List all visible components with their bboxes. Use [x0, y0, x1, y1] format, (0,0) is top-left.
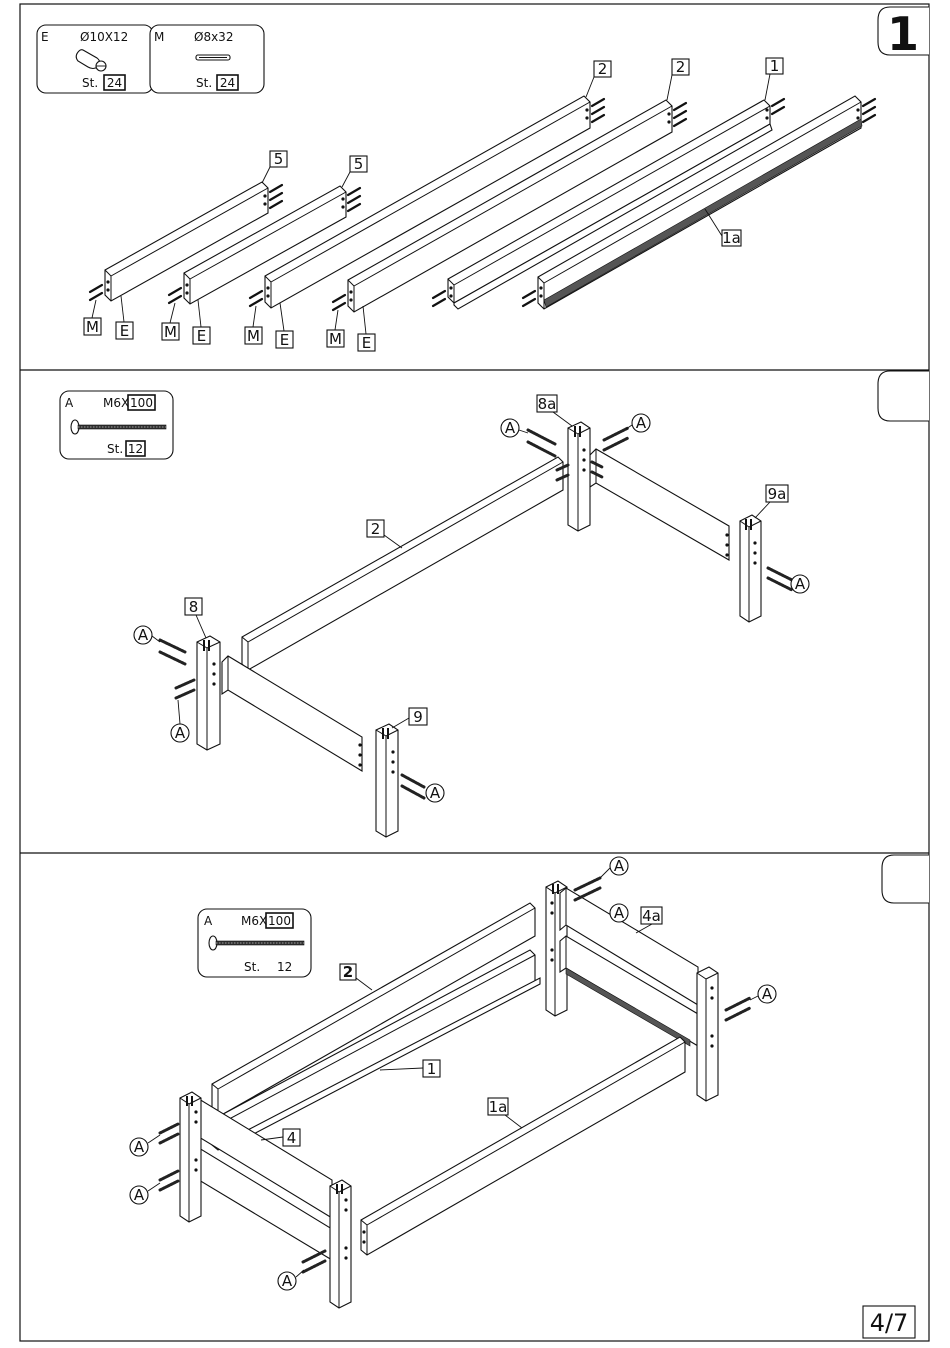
side-rail-1a [361, 1037, 685, 1255]
svg-text:5: 5 [274, 150, 284, 168]
page-number-box: 4/7 [863, 1306, 915, 1338]
hardware-label-e: E [280, 331, 289, 349]
hardware-labels-row: M E M E M E M E [84, 296, 375, 352]
svg-text:1: 1 [770, 57, 780, 75]
legend-qty: 24 [220, 76, 235, 90]
svg-text:2: 2 [676, 58, 686, 76]
step-2-panel: A M6X 100 St. 12 [60, 371, 929, 837]
post-front-right [330, 1180, 351, 1308]
svg-text:2: 2 [343, 963, 353, 981]
legend-size: 100 [268, 914, 291, 928]
bolts-a [160, 428, 792, 798]
step-number-tab-empty [882, 855, 929, 903]
legend-qty: 12 [277, 960, 292, 974]
hardware-label-a: A [795, 575, 806, 593]
hardware-label-e: E [197, 327, 206, 345]
legend-size-prefix: M6X [241, 914, 267, 928]
page-frame [20, 4, 929, 1341]
legend-size-prefix: M6X [103, 396, 129, 410]
end-rail-front [222, 656, 362, 771]
svg-text:8: 8 [189, 598, 199, 616]
post-8a [568, 422, 590, 531]
svg-text:9a: 9a [768, 485, 787, 503]
part-label-1a: 1a [488, 1098, 522, 1128]
hardware-label-a: A [282, 1272, 293, 1290]
part-label-2: 2 [340, 963, 372, 990]
svg-text:4a: 4a [642, 907, 661, 925]
hardware-label-a: A [614, 904, 625, 922]
legend-qty: 12 [128, 442, 143, 456]
part-label-8: 8 [185, 598, 206, 638]
legend-size: 100 [130, 396, 153, 410]
post-front-left [180, 1092, 201, 1222]
part-label-9a: 9a [755, 485, 788, 518]
legend-size: Ø8x32 [194, 30, 233, 44]
svg-text:4: 4 [287, 1129, 297, 1147]
hardware-label-m: M [247, 327, 260, 345]
legend-dowel-e: E Ø10X12 St. 24 [37, 25, 153, 93]
hardware-label-a: A [430, 784, 441, 802]
part-label-2-second: 2 [667, 58, 689, 100]
svg-text:1a: 1a [489, 1098, 508, 1116]
legend-size: Ø10X12 [80, 30, 128, 44]
svg-text:5: 5 [354, 155, 364, 173]
step-3-panel: A M6X 100 St. 12 [130, 855, 929, 1308]
page-number: 4/7 [870, 1309, 909, 1337]
legend-letter: A [204, 914, 213, 928]
legend-qty-prefix: St. [82, 76, 98, 90]
wood-dowel-icon [196, 55, 230, 60]
svg-text:1: 1 [427, 1060, 437, 1078]
legend-qty-prefix: St. [107, 442, 123, 456]
callout-a-circles: A A A A A A [134, 414, 809, 802]
hardware-label-m: M [329, 330, 342, 348]
post-back-right [697, 967, 718, 1101]
hardware-label-e: E [120, 322, 129, 340]
hardware-label-a: A [762, 985, 773, 1003]
svg-text:8a: 8a [538, 395, 557, 413]
step-number-tab-empty [878, 371, 929, 421]
hardware-label-a: A [636, 414, 647, 432]
legend-letter: E [41, 30, 49, 44]
legend-letter: M [154, 30, 164, 44]
post-9 [376, 724, 398, 837]
hardware-label-m: M [86, 318, 99, 336]
step-number: 1 [887, 7, 919, 61]
svg-text:1a: 1a [722, 229, 741, 247]
side-rail-2 [242, 457, 563, 670]
hardware-label-e: E [362, 334, 371, 352]
part-label-4a: 4a [636, 907, 662, 933]
part-label-5-second: 5 [342, 155, 367, 187]
hardware-label-a: A [614, 857, 625, 875]
hardware-label-a: A [134, 1186, 145, 1204]
part-label-2: 2 [367, 520, 402, 548]
legend-bolt-a: A M6X 100 St. 12 [198, 909, 311, 977]
hardware-label-a: A [138, 626, 149, 644]
svg-text:9: 9 [413, 708, 423, 726]
post-9a [740, 515, 761, 622]
end-rail-back [590, 449, 729, 560]
side-rail-2-lower [212, 950, 540, 1150]
part-label-1: 1 [765, 57, 783, 100]
svg-text:2: 2 [371, 520, 381, 538]
part-label-8a: 8a [537, 395, 572, 426]
legend-qty-prefix: St. [244, 960, 260, 974]
hardware-label-a: A [175, 724, 186, 742]
hardware-label-a: A [505, 419, 516, 437]
part-label-9: 9 [392, 708, 427, 728]
post-8 [197, 636, 220, 750]
svg-text:2: 2 [598, 60, 608, 78]
part-label-5-first: 5 [262, 150, 287, 183]
legend-letter: A [65, 396, 74, 410]
hardware-label-a: A [134, 1138, 145, 1156]
step-1-panel: 1 E Ø10X12 St. 24 M Ø8x32 St. [37, 7, 929, 352]
hardware-label-m: M [164, 323, 177, 341]
legend-bolt-a: A M6X 100 St. 12 [60, 391, 173, 459]
part-label-2-first: 2 [586, 60, 611, 97]
part-label-1a: 1a [705, 209, 741, 247]
legend-qty: 24 [107, 76, 122, 90]
legend-qty-prefix: St. [196, 76, 212, 90]
legend-dowel-m: M Ø8x32 St. 24 [150, 25, 264, 93]
